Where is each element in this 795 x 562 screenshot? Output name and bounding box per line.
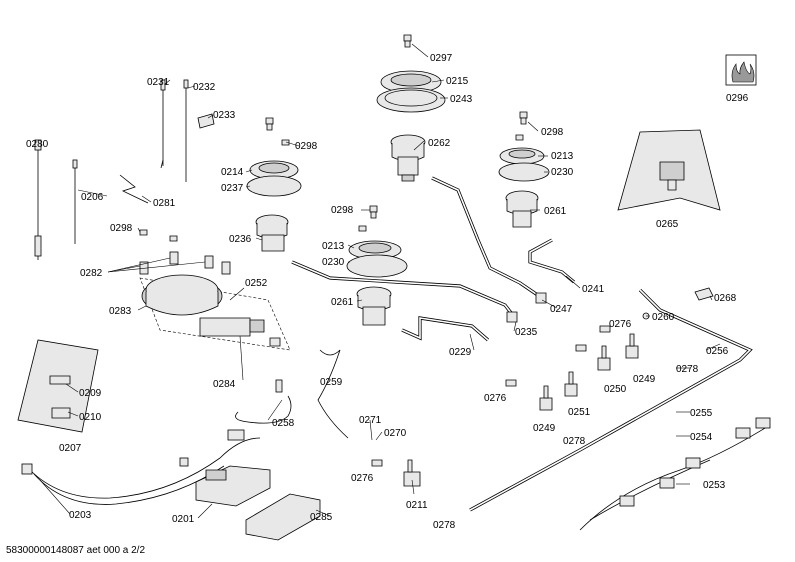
wiring-loom-0203 [21,429,261,505]
callout-0261-right: 0261 [544,206,567,217]
callout-0230-center: 0230 [322,257,345,268]
callout-0261-center: 0261 [331,297,354,308]
callout-0233: 0233 [213,110,236,121]
callout-0214: 0214 [221,167,244,178]
callout-0281: 0281 [153,198,176,209]
callout-0276-right: 0276 [609,319,632,330]
callout-0284: 0284 [213,379,236,390]
igniter-0201 [195,465,271,507]
gas-valves [371,325,639,487]
callout-0249-upper: 0249 [633,374,656,385]
burner-assembly-center [346,205,408,326]
burner-assembly-mid-left [246,117,302,252]
callout-0276-lower: 0276 [351,473,374,484]
leader-lines [39,43,721,519]
callout-0297: 0297 [430,53,453,64]
callout-0207: 0207 [59,443,82,454]
callout-0211: 0211 [406,500,428,511]
callout-0250: 0250 [604,384,627,395]
packaging-card-0207 [17,339,99,433]
thermocouple-0259 [317,349,349,439]
callout-0255: 0255 [690,408,713,419]
callout-0268: 0268 [714,293,737,304]
callout-0260: 0260 [652,312,675,323]
burner-assembly-right [498,111,550,228]
drawing-reference-number: 58300000148087 aet 000 a 2/2 [6,545,145,556]
ignition-electrodes [34,79,215,260]
gas-pipe-u-0241 [528,238,576,284]
callout-0235: 0235 [515,327,538,338]
callout-0209: 0209 [79,388,102,399]
callout-0249-lower: 0249 [533,423,556,434]
bracket-0285 [245,493,321,541]
ignition-harness [579,417,771,531]
callout-0201: 0201 [172,514,195,525]
callout-0298-tap: 0298 [110,223,133,234]
callout-0298-center: 0298 [331,205,354,216]
burner-ring-large [376,70,446,113]
gas-tap-assembly [139,229,291,351]
callout-0278-upper: 0278 [676,364,699,375]
callout-0278-lower: 0278 [433,520,456,531]
callout-0259: 0259 [320,377,343,388]
callout-0237: 0237 [221,183,244,194]
callout-0296: 0296 [726,93,749,104]
callout-0285: 0285 [310,512,333,523]
callout-0252: 0252 [245,278,268,289]
callout-0241: 0241 [582,284,605,295]
callout-0282: 0282 [80,268,103,279]
callout-0247: 0247 [550,304,573,315]
callout-0253: 0253 [703,480,726,491]
callout-0203: 0203 [69,510,92,521]
gas-pipe-u-0229 [401,316,490,342]
callout-0280: 0280 [26,139,49,150]
callout-0276-mid: 0276 [484,393,507,404]
gas-pipe-large [431,176,547,304]
callout-0278-mid: 0278 [563,436,586,447]
callout-0215: 0215 [446,76,469,87]
callout-0210: 0210 [79,412,102,423]
burner-cap-screw-top [403,34,412,48]
callout-0251: 0251 [568,407,591,418]
callout-0232: 0232 [193,82,216,93]
gas-pipe-center [291,260,518,323]
callout-0256: 0256 [706,346,729,357]
callout-0254: 0254 [690,432,713,443]
callout-labels: 0297 0215 0243 0231 0232 0233 0296 0280 … [26,53,749,531]
callout-0231: 0231 [147,77,170,88]
callout-0283: 0283 [109,306,132,317]
callout-0236: 0236 [229,234,252,245]
callout-0230-right: 0230 [551,167,574,178]
callout-0262: 0262 [428,138,451,149]
callout-0243: 0243 [450,94,473,105]
burner-body-large [390,134,426,182]
callout-0265: 0265 [656,219,679,230]
callout-0270: 0270 [384,428,407,439]
callout-0206: 0206 [81,192,104,203]
callout-0213-center: 0213 [322,241,345,252]
gas-flame-label [725,54,757,86]
callout-0298-midleft: 0298 [295,141,318,152]
callout-0271: 0271 [359,415,382,426]
packaging-card-0265 [617,129,721,211]
callout-0213-right: 0213 [551,151,574,162]
callout-0298-right: 0298 [541,127,564,138]
thermocouple-0258 [235,379,292,424]
gas-manifold [469,287,753,512]
callout-0258: 0258 [272,418,295,429]
callout-0229: 0229 [449,347,472,358]
